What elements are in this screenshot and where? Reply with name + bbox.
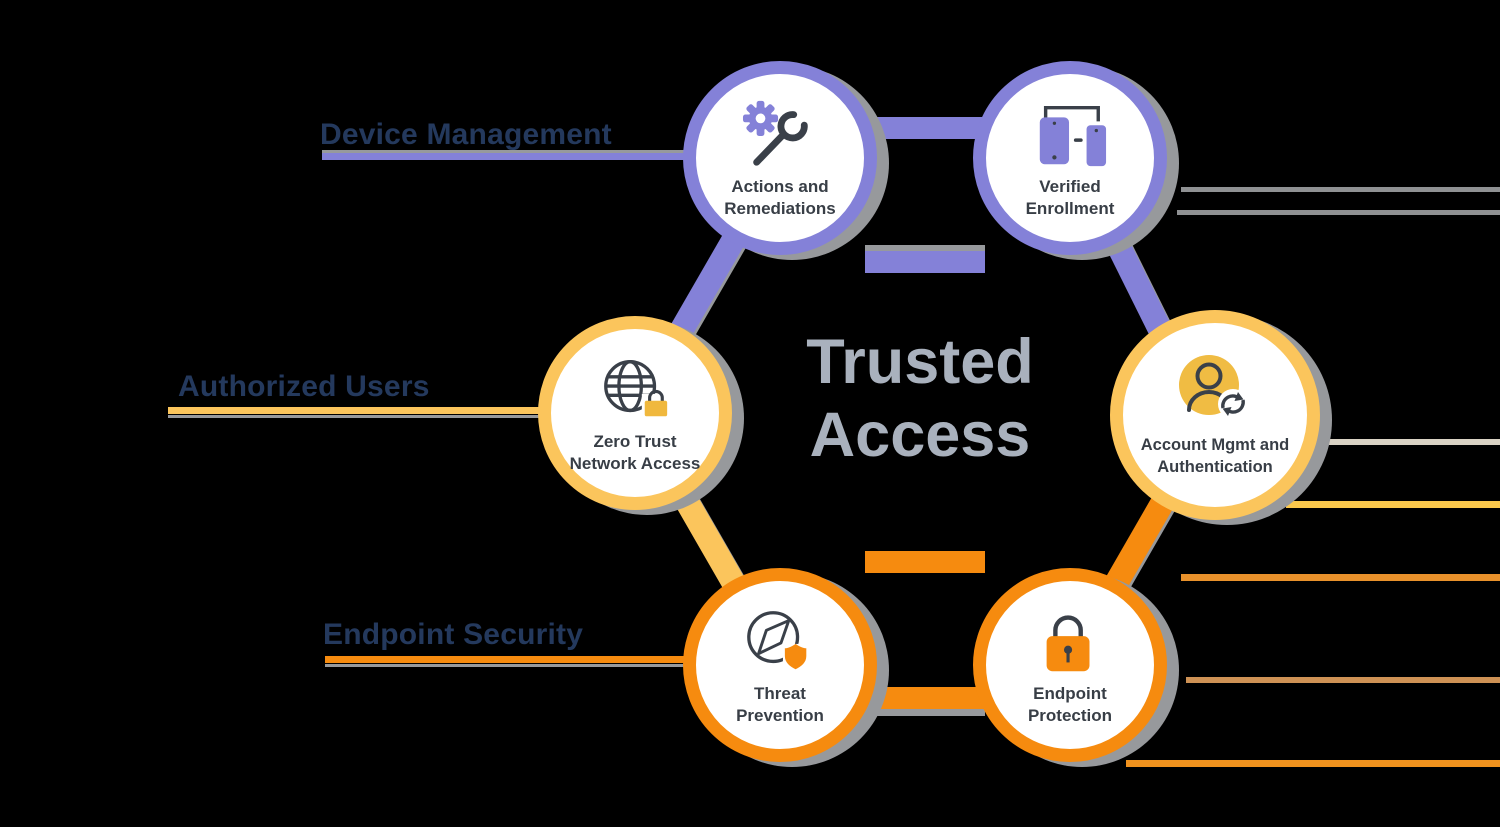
right-line-orange-bottom: [1126, 760, 1500, 767]
node-label: Threat Prevention: [736, 683, 824, 725]
node-verified-enrollment: Verified Enrollment: [973, 61, 1167, 255]
node-threat-prevention: Threat Prevention: [683, 568, 877, 762]
connector-device-pair-bottom: [865, 251, 985, 273]
node-zero-trust-network-access: Zero Trust Network Access: [538, 316, 732, 510]
compass-shield-icon: [747, 610, 809, 671]
node-label: Actions and Remediations: [724, 176, 836, 218]
section-label-authorized-users: Authorized Users: [178, 370, 430, 403]
right-line-yellow: [1286, 501, 1500, 508]
node-endpoint-protection: Endpoint Protection: [973, 568, 1167, 762]
diagram-title: Trusted Access: [806, 327, 1034, 471]
padlock-icon: [1046, 614, 1090, 671]
underline-shadow-authorized-users: [168, 415, 546, 418]
node-label: Verified Enrollment: [1025, 176, 1115, 218]
node-label: Account Mgmt and Authentication: [1140, 436, 1290, 476]
gear-wrench-icon: [742, 100, 808, 166]
section-label-device-management: Device Management: [320, 118, 612, 151]
connector-device-pair-top: [865, 117, 985, 139]
connector-endpoint-pair-bottom: [865, 687, 985, 709]
node-actions-and-remediations: Actions and Remediations: [683, 61, 877, 255]
right-line-gray-1: [1181, 187, 1500, 192]
underline-endpoint-security: [325, 656, 691, 663]
node-label: Endpoint Protection: [1027, 683, 1113, 725]
right-line-orange: [1181, 574, 1500, 581]
node-label: Zero Trust Network Access: [569, 431, 701, 473]
underline-authorized-users: [168, 407, 546, 414]
underline-device-management: [322, 153, 688, 160]
node-account-mgmt-authentication: Account Mgmt and Authentication: [1110, 310, 1320, 520]
underline-shadow-endpoint-security: [325, 664, 691, 667]
user-sync-icon: [1179, 355, 1248, 420]
section-label-endpoint-security: Endpoint Security: [323, 618, 584, 651]
right-line-tan: [1186, 677, 1500, 683]
connector-shadow: [865, 709, 985, 716]
devices-icon: [1039, 105, 1107, 166]
right-line-gray-2: [1177, 210, 1500, 215]
globe-lock-icon: [604, 359, 670, 417]
right-line-beige: [1318, 439, 1500, 445]
connector-endpoint-pair-top: [865, 551, 985, 573]
connector-shadow: [865, 245, 985, 252]
underline-shadow-device-management: [322, 150, 688, 153]
